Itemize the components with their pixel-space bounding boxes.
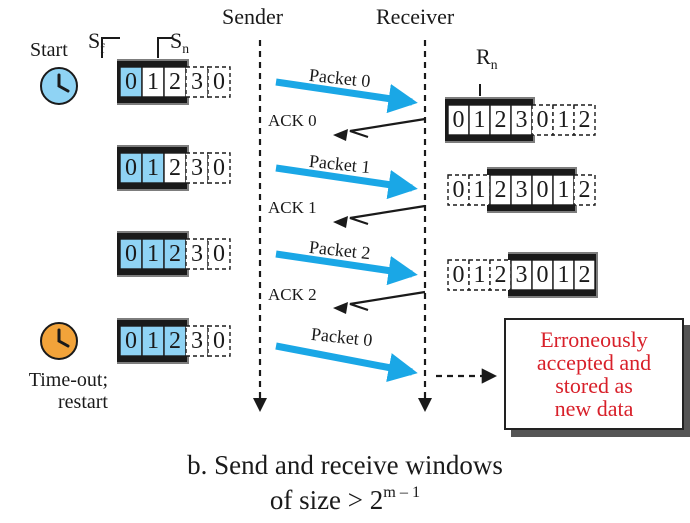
sender-cell-label: 2 [169,154,181,181]
sender-cell [207,66,231,98]
sender-cell-label: 3 [191,154,203,181]
receiver-cell-label: 0 [452,261,465,288]
receiver-cell-label: 2 [578,261,591,288]
receiver-header: Receiver [376,4,455,29]
receiver-cell-label: 3 [515,261,528,288]
clock-hands [57,328,70,348]
receiver-cell-label: 1 [473,261,486,288]
sender-cell-label: 1 [147,154,159,181]
sn-label: Sn [170,28,190,56]
sender-cell-label: 2 [169,240,181,267]
packet-arrow [275,342,418,383]
packet-arrow [275,164,418,200]
sender-cell-label: 0 [125,68,137,95]
receiver-cell-label: 1 [473,106,486,133]
ack-label-0: ACK 0 [268,111,317,130]
receiver-cell-label: 0 [452,176,465,203]
sender-cell [207,238,231,270]
ack-arrowhead [333,302,348,314]
sender-cell-label: 0 [125,154,137,181]
clock-icon [40,67,78,105]
receiver-cell-label: 0 [536,261,549,288]
sender-cell-label: 1 [147,240,159,267]
sender-cell [207,152,231,184]
sender-cell [207,325,231,357]
sender-cell-label: 1 [147,68,159,95]
packet-arrow [275,78,418,114]
rn-label: Rn [476,44,498,72]
ack-arrowhead [333,129,348,141]
ack-arrow [349,204,426,226]
receiver-cell-label: 1 [557,261,570,288]
receiver-cell-label: 0 [536,106,549,133]
receiver-cell-label: 1 [557,106,570,133]
sender-timeline-arrowhead [253,398,267,412]
sf-bracket [101,37,120,58]
sender-cell-label: 0 [125,240,137,267]
ack-arrow [349,117,426,139]
sender-cell-label: 3 [191,240,203,267]
caption-line-1: b. Send and receive windows [187,450,503,480]
receiver-cell-label: 1 [473,176,486,203]
ack-label-1: ACK 1 [268,198,317,217]
caption-line-2: of size > 2m – 1 [269,483,421,516]
sender-cell-label: 0 [213,240,225,267]
ack-label-2: ACK 2 [268,285,317,304]
clock-icon [40,322,78,360]
timeout-label-1: Time-out; [28,369,108,391]
receiver-cell-label: 3 [515,106,528,133]
sender-cell-label: 1 [147,327,159,354]
receiver-cell [573,174,596,206]
sender-cell-label: 3 [191,68,203,95]
receiver-cell-label: 2 [578,106,591,133]
sender-cell-label: 2 [169,68,181,95]
receiver-cell-label: 0 [452,106,465,133]
receiver-cell-label: 2 [494,106,507,133]
sn-bracket [157,37,172,58]
sender-cell-label: 0 [213,154,225,181]
timeout-label-2: restart [58,391,108,413]
packet-arrow [275,250,418,286]
sf-label: Sf [88,28,105,56]
receiver-cell [573,104,596,136]
receiver-cell-label: 2 [578,176,591,203]
sender-header: Sender [222,4,284,29]
receiver-cell-label: 2 [494,176,507,203]
receiver-cell [573,259,596,291]
error-text: Erroneously accepted and stored as new d… [536,326,652,422]
start-label: Start [30,39,68,61]
ack-arrow [349,290,426,312]
sender-cell-label: 0 [213,327,225,354]
receiver-cell-label: 0 [536,176,549,203]
sender-cell-label: 2 [169,327,181,354]
receiver-cell-label: 2 [494,261,507,288]
ack-arrowhead [333,216,348,228]
clock-hands [57,73,70,93]
sender-cell-label: 0 [125,327,137,354]
error-box: Erroneously accepted and stored as new d… [504,318,684,430]
sender-cell-label: 0 [213,68,225,95]
sender-cell-label: 3 [191,327,203,354]
receiver-cell-label: 1 [557,176,570,203]
receiver-timeline-arrowhead [418,398,432,412]
receiver-cell-label: 3 [515,176,528,203]
